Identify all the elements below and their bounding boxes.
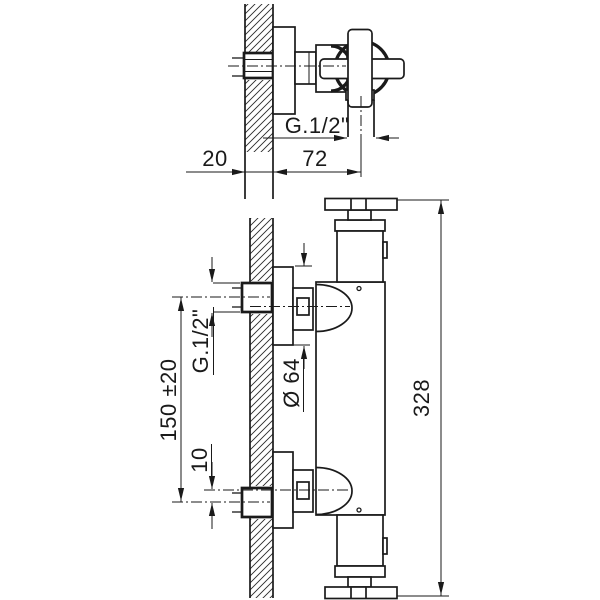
- label-inlet-spacing: 150 ±20: [156, 359, 181, 442]
- top-handle-edge: [324, 197, 398, 221]
- dimension-eccentric-offset: 10: [187, 444, 216, 529]
- mixer-body: [315, 281, 386, 516]
- bottom-cartridge-cap: [334, 514, 388, 578]
- escutcheon-plate: [272, 26, 296, 115]
- label-offset: 10: [187, 447, 212, 472]
- label-outlet-thread: G.1/2": [285, 113, 350, 138]
- top-cartridge-cap: [334, 219, 388, 283]
- dimension-total-height: 328: [397, 199, 449, 597]
- bottom-inlet-dome: [315, 466, 353, 516]
- top-view: G.1/2" 20 72: [186, 4, 405, 199]
- top-limit-tab: [382, 241, 388, 259]
- bottom-screw-dot: [356, 507, 362, 513]
- front-view: G.1/2" 150 ±20 10 Ø 64: [156, 197, 449, 600]
- top-inlet-dome: [315, 283, 353, 333]
- dimension-outlet-thread: G.1/2": [263, 113, 399, 142]
- label-total-height: 328: [409, 379, 434, 417]
- label-escutcheon-diameter: Ø 64: [279, 358, 304, 408]
- label-wall-to-outlet: 72: [302, 146, 327, 171]
- outlet-pipe: [347, 100, 375, 137]
- wall-section: [249, 218, 274, 598]
- label-wall-thickness: 20: [202, 146, 227, 171]
- label-inlet-thread: G.1/2": [188, 309, 213, 374]
- dimension-wall-and-offset: 20 72: [186, 142, 362, 177]
- bottom-limit-tab: [382, 537, 388, 555]
- cross-handle: [319, 28, 405, 108]
- top-screw-dot: [356, 285, 362, 292]
- top-hex-connector: [292, 287, 314, 331]
- bottom-hex-connector: [292, 469, 314, 513]
- dimension-inlet-thread: G.1/2": [188, 257, 240, 375]
- dimension-inlet-spacing: 150 ±20: [156, 297, 185, 502]
- dimension-escutcheon-diameter: Ø 64: [279, 243, 312, 412]
- wall-section: [244, 4, 274, 199]
- bottom-handle-edge: [324, 576, 398, 600]
